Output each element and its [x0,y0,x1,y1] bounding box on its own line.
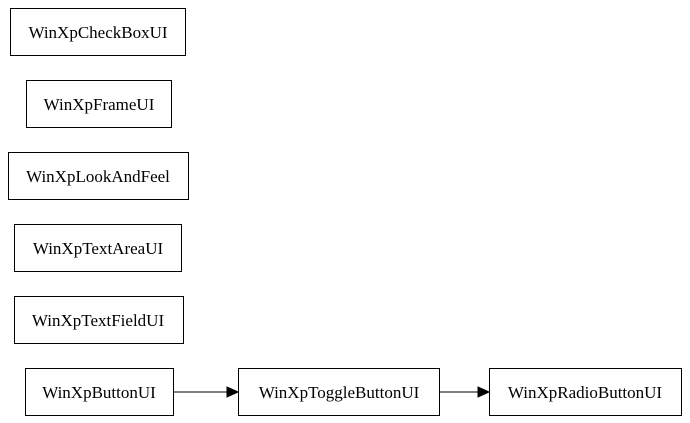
node-label: WinXpCheckBoxUI [28,23,167,42]
node-winxptogglebuttonui[interactable]: WinXpToggleButtonUI [238,368,440,416]
node-label: WinXpTextAreaUI [33,239,164,258]
node-label: WinXpRadioButtonUI [508,383,663,402]
node-winxpradiobuttonui[interactable]: WinXpRadioButtonUI [489,368,682,416]
node-label: WinXpLookAndFeel [26,167,170,186]
edge-button-to-togglebutton [174,386,240,398]
node-label: WinXpFrameUI [44,95,155,114]
node-winxpcheckboxui[interactable]: WinXpCheckBoxUI [10,8,186,56]
node-label: WinXpToggleButtonUI [259,383,420,402]
node-winxpbuttonui[interactable]: WinXpButtonUI [25,368,174,416]
edge-togglebutton-to-radiobutton [440,386,491,398]
node-winxplookandfeel[interactable]: WinXpLookAndFeel [8,152,189,200]
node-winxpframeui[interactable]: WinXpFrameUI [26,80,172,128]
node-label: WinXpButtonUI [42,383,156,402]
node-winxptextareaui[interactable]: WinXpTextAreaUI [14,224,182,272]
node-label: WinXpTextFieldUI [32,311,165,330]
node-winxptextfieldui[interactable]: WinXpTextFieldUI [14,296,184,344]
